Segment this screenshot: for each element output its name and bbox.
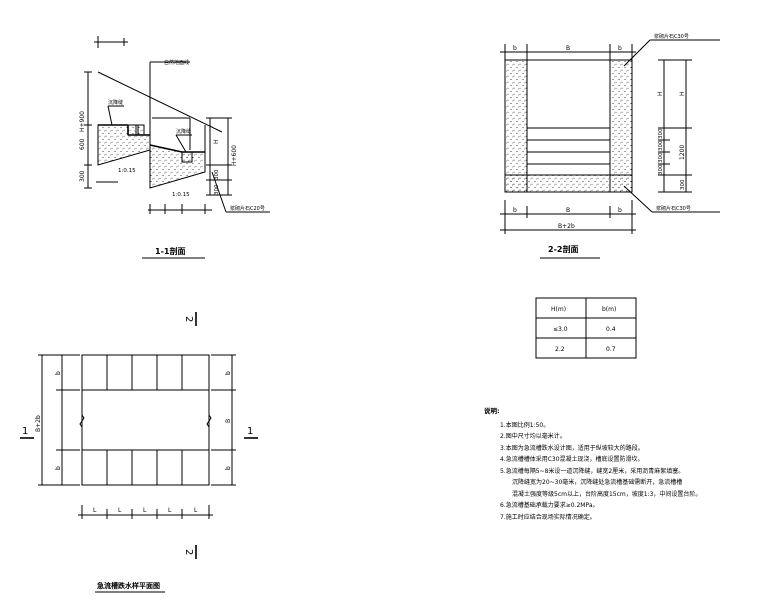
section22-dim-h1: H	[657, 91, 664, 96]
section11-slope-b: 1:0.15	[172, 192, 190, 198]
section-2-2	[500, 39, 720, 259]
section22-dim-300d: 300	[658, 164, 664, 175]
section11-dim-h: H	[213, 139, 220, 144]
plan-marker-left: 1	[22, 426, 28, 437]
spec-table	[535, 297, 637, 359]
section22-dim-1200: 1200	[679, 145, 686, 160]
table-r1-h: ≤3.0	[553, 326, 568, 333]
section11-joint-left-label: 沉降缝	[108, 99, 123, 106]
section11-dim-h600: H+600	[231, 145, 238, 166]
section11-joint-mid-label: 沉降缝	[176, 128, 191, 135]
note-3: 3.本图为急流槽跌水设计图，适用于纵坡较大的路段。	[500, 444, 644, 452]
section11-title: 1-1剖面	[155, 246, 185, 256]
table-r2-h: 2.2	[555, 346, 565, 353]
section22-bottom-label: 浆砌片石C30号	[656, 205, 691, 212]
section-1-1	[84, 36, 270, 259]
section22-dim-top-B: B	[566, 45, 570, 52]
table-r2-b: 0.7	[606, 346, 616, 353]
note-5-cont-2: 混凝土强度等级5cm以上，台阶高度15cm，坡度1:3，中间设置台阶。	[512, 490, 702, 498]
section22-dim-300a: 300	[658, 128, 664, 139]
section11-ground-label: 自然地面线	[164, 59, 189, 66]
notes-title: 说明:	[484, 407, 500, 415]
plan-dim-rB: B	[225, 419, 232, 423]
note-5-cont-1: 沉降缝宽为20~30毫米，沉降缝处急流槽基础需断开，急流槽槽	[512, 479, 683, 486]
section22-dim-bot-b1: b	[513, 207, 517, 214]
plan-dim-rb2: b	[225, 466, 232, 470]
table-header-b: b(m)	[602, 306, 616, 313]
section11-dim-r300b: 300	[214, 184, 220, 195]
note-1: 1.本图比例1:50。	[500, 421, 550, 429]
plan-dim-lb1: b	[55, 371, 62, 375]
plan-marker-bottom: 2	[183, 549, 194, 555]
section22-dim-300b: 300	[658, 140, 664, 151]
plan-dim-l1: L	[93, 507, 97, 514]
plan-marker-top: 2	[183, 316, 194, 322]
section22-dim-top-b2: b	[618, 45, 622, 52]
section11-slope-a: 1:0.15	[118, 168, 136, 174]
section11-dim-total: H+900	[79, 111, 86, 132]
note-6: 6.急流槽基础承载力要求≥0.2MPa。	[500, 502, 599, 509]
section22-dim-h2: H	[679, 91, 686, 96]
note-2: 2.图中尺寸均以毫米计。	[500, 433, 566, 440]
section11-dim-300: 300	[79, 170, 86, 182]
section11-dim-600: 600	[79, 138, 86, 150]
plan-marker-right: 1	[247, 426, 253, 437]
section22-dim-total: B+2b	[558, 223, 575, 230]
section22-dim-top-b1: b	[513, 45, 517, 52]
section11-material-label: 浆砌片石C20号	[230, 205, 265, 212]
section22-title: 2-2剖面	[548, 244, 578, 254]
plan-dim-rb1: b	[225, 371, 232, 375]
plan-view	[20, 312, 258, 593]
section22-dim-300e: 300	[680, 179, 686, 190]
section22-dim-300c: 300	[658, 152, 664, 163]
section22-dim-bot-b2: b	[618, 207, 622, 214]
note-4: 4.急流槽槽体采用C30混凝土现浇，槽底设置防滑坎。	[500, 456, 644, 463]
plan-dim-lb2: b	[55, 466, 62, 470]
section22-top-label: 浆砌片石C30号	[654, 33, 689, 40]
design-notes: 说明: 1.本图比例1:50。 2.图中尺寸均以毫米计。 3.本图为急流槽跌水设…	[484, 406, 701, 523]
note-5: 5.急流槽每隔5~8米设一道沉降缝，缝宽2厘米，采用沥青麻絮填塞。	[500, 467, 685, 475]
note-7: 7.施工时应结合现场实际情况确定。	[500, 513, 596, 521]
table-r1-b: 0.4	[606, 326, 616, 333]
plan-dim-l5: L	[194, 507, 198, 514]
plan-dim-l4: L	[168, 507, 172, 514]
plan-title: 急流槽跌水样平面图	[97, 581, 160, 590]
plan-dim-l3: L	[143, 507, 147, 514]
plan-dim-l2: L	[118, 507, 122, 514]
section22-dim-bot-B: B	[566, 207, 570, 214]
section11-dim-r300a: 300	[214, 169, 220, 180]
table-header-h: H(m)	[551, 306, 566, 313]
plan-dim-total: B+2b	[35, 415, 42, 432]
